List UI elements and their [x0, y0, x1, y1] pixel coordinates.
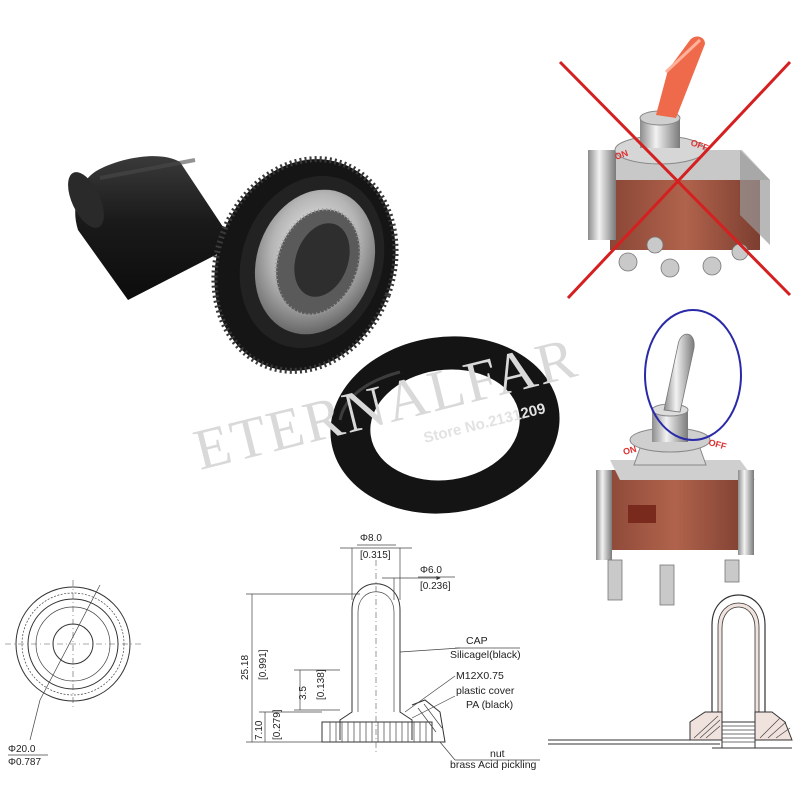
- callout-cap-material: Silicagel(black): [450, 649, 521, 661]
- inner-diameter-mm: Φ6.0: [420, 565, 442, 576]
- section-view-drawing: [548, 594, 793, 749]
- side-view-drawing: Φ8.0 [0.315] Φ6.0 [0.236] 25.18 [0.991] …: [240, 533, 540, 771]
- thread-height-in: [0.138]: [316, 669, 327, 700]
- highlight-circle-icon: [644, 309, 742, 441]
- callout-thread: M12X0.75: [456, 670, 504, 682]
- callout-plastic-cover: plastic cover: [456, 685, 515, 697]
- total-height-in: [0.991]: [258, 649, 269, 680]
- callout-cap: CAP: [466, 635, 488, 647]
- callout-nut-material: brass Acid pickling: [450, 759, 537, 771]
- wrong-switch-on-label: ON: [613, 148, 629, 162]
- inner-diameter-in: [0.236]: [420, 581, 451, 592]
- boot-photo: [68, 156, 560, 514]
- front-diameter-mm: Φ20.0: [8, 744, 36, 755]
- wrong-switch-photo: ON OFF: [588, 36, 770, 278]
- correct-switch-on-label: ON: [622, 444, 638, 457]
- top-diameter-mm: Φ8.0: [360, 533, 382, 544]
- base-height-in: [0.279]: [272, 709, 283, 740]
- correct-switch-off-label: OFF: [707, 437, 727, 451]
- front-view-drawing: Φ20.0 Φ0.787: [5, 580, 142, 768]
- callout-plastic-material: PA (black): [466, 699, 513, 711]
- top-diameter-in: [0.315]: [360, 550, 391, 561]
- base-height-mm: 7.10: [254, 720, 265, 740]
- thread-height-mm: 3.5: [298, 686, 309, 700]
- cross-mark-icon: [558, 60, 792, 300]
- total-height-mm: 25.18: [240, 655, 251, 680]
- correct-switch-photo: ON OFF: [596, 333, 755, 606]
- front-diameter-in: Φ0.787: [8, 757, 41, 768]
- callout-nut: nut: [490, 748, 505, 760]
